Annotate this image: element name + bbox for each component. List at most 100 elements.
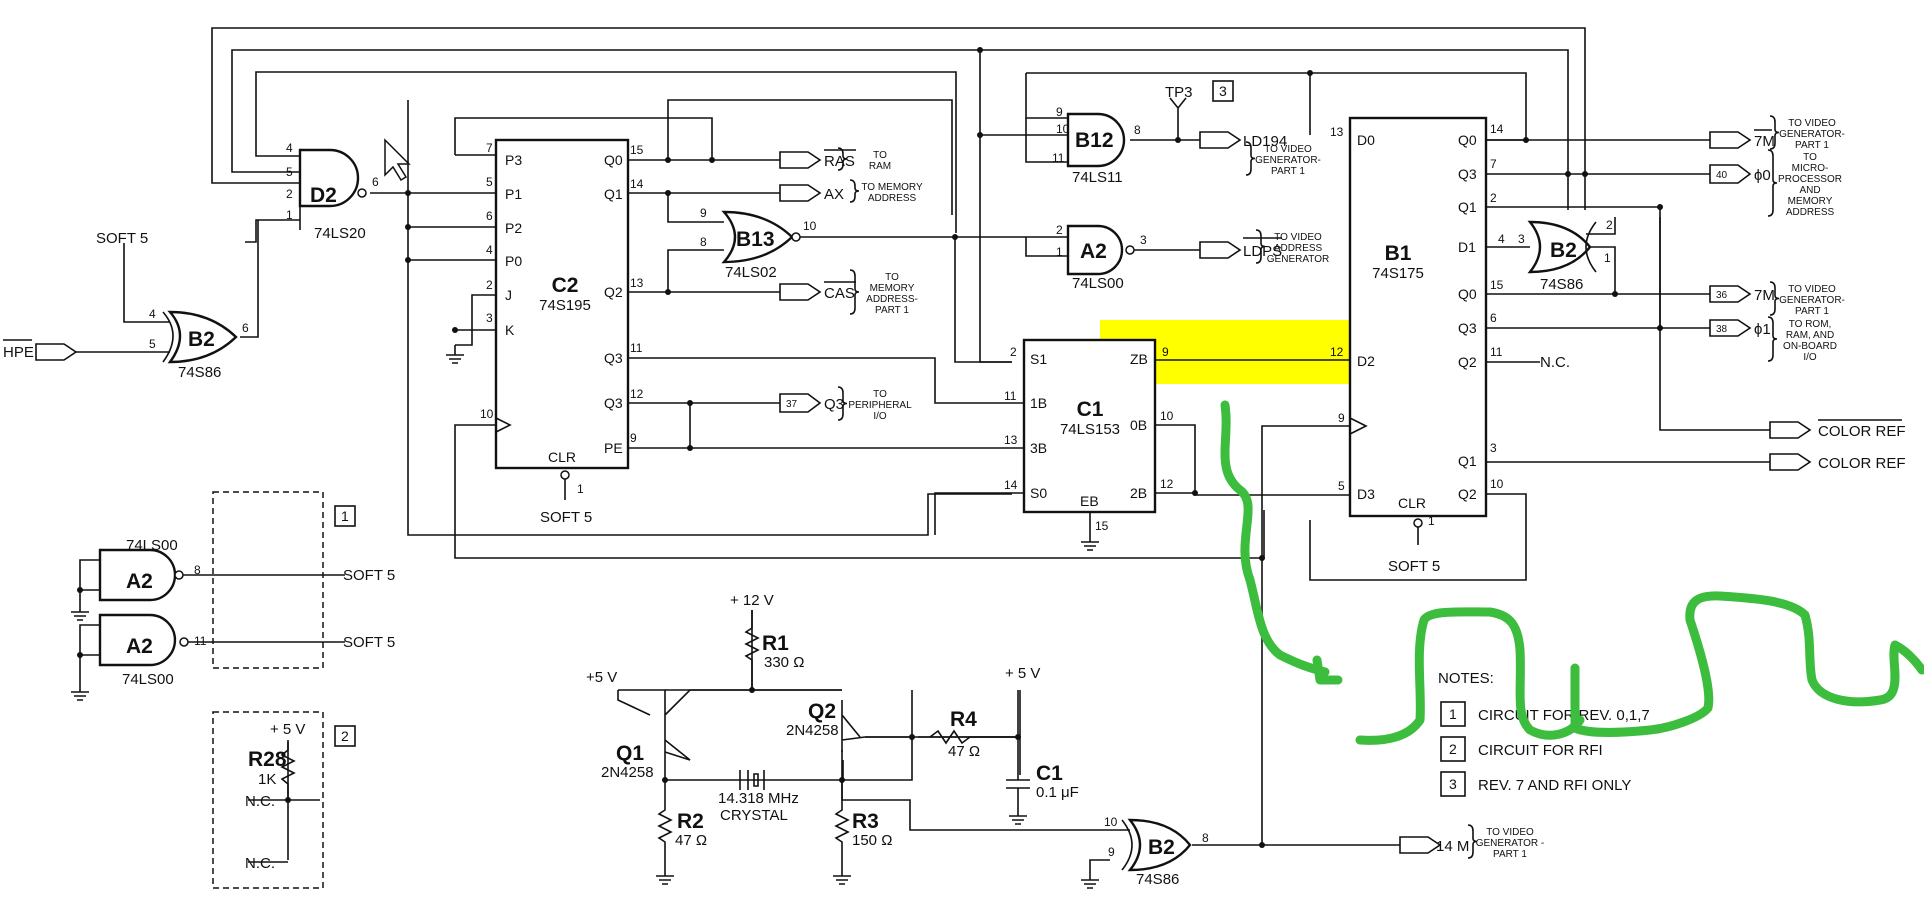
svg-text:6: 6 [242,321,249,335]
connector-38: 38 [1716,324,1728,335]
signal-ld194: LD194 [1243,133,1287,150]
destination-brace [1255,229,1266,264]
svg-text:10: 10 [1056,122,1070,136]
connector-40: 40 [1716,170,1728,181]
gate-a2-box2: A2 74LS00 SOFT 5 [98,613,395,688]
box1-soft5-b: SOFT 5 [343,634,395,651]
svg-text:3: 3 [1518,232,1525,246]
svg-text:J: J [505,287,512,303]
svg-text:14: 14 [1490,122,1504,136]
svg-text:11: 11 [1004,389,1017,403]
svg-text:9: 9 [1338,411,1345,425]
gate-b2-right: B2 74S86 [1527,220,1597,293]
svg-text:11: 11 [630,341,643,355]
q2-name: Q2 [808,700,836,723]
gate-a2-box1: A2 74LS00 SOFT 5 [98,537,395,602]
svg-text:15: 15 [1490,278,1504,292]
destination-brace [837,147,848,171]
svg-text:4: 4 [1498,232,1505,246]
svg-text:Q2: Q2 [1458,354,1477,370]
q1-supply: +5 V [586,669,617,686]
r28-value: 1K [258,771,276,788]
svg-text:2B: 2B [1130,485,1147,501]
svg-text:13: 13 [630,276,644,290]
svg-text:11: 11 [1490,345,1503,359]
gate-d2-name: D2 [310,184,337,207]
svg-text:ZB: ZB [1130,351,1148,367]
svg-text:2: 2 [1056,223,1063,237]
gate-b13-name: B13 [736,228,775,251]
gate-b12-part: 74LS11 [1072,169,1123,186]
svg-text:CLR: CLR [548,449,576,465]
destination-brace [849,269,860,315]
svg-text:9: 9 [1162,345,1169,359]
svg-text:15: 15 [1095,519,1109,533]
notes-title: NOTES: [1438,670,1494,687]
destination-brace [1769,281,1780,316]
svg-text:D0: D0 [1357,132,1375,148]
note-2-text: CIRCUIT FOR RFI [1478,742,1603,759]
svg-text:S0: S0 [1030,485,1047,501]
destination-brace [849,179,860,203]
note-flag-1-num: 1 [341,508,349,524]
svg-text:1: 1 [1056,245,1063,259]
svg-text:6: 6 [486,209,493,223]
note-flag-1 [334,505,356,527]
note-2-num: 2 [1449,741,1457,757]
connector-37: 37 [786,399,798,410]
svg-text:1B: 1B [1030,395,1047,411]
svg-text:4: 4 [286,141,293,155]
svg-text:CLR: CLR [1398,495,1426,511]
svg-text:Q3: Q3 [604,395,623,411]
destination-brace [1769,115,1780,150]
svg-text:1: 1 [1604,251,1611,265]
svg-text:10: 10 [1490,477,1504,491]
signal-flags: RAS AX CAS 37 Q3 LD194 LDPS 7M 40 ϕ0 36 … [3,129,1906,855]
svg-text:14: 14 [630,177,644,191]
svg-text:14: 14 [1004,478,1018,492]
signal-14m: 14 M [1436,838,1469,855]
soft5-label-top: SOFT 5 [96,230,148,247]
b1-clr-soft5: SOFT 5 [1388,558,1440,575]
signal-7m-bar: 7M [1754,133,1775,150]
signal-ax: AX [824,186,844,203]
svg-text:10: 10 [803,219,817,233]
gate-a2-top: A2 74LS00 [1066,224,1135,292]
gate-b13: B13 74LS02 [721,210,801,281]
r4-value: 47 Ω [948,743,980,760]
svg-text:9: 9 [630,431,637,445]
c1cap-value: 0.1 μF [1036,784,1079,801]
signal-phi1: ϕ1 [1754,321,1771,338]
svg-text:5: 5 [286,165,293,179]
q2-part: 2N4258 [786,722,839,739]
note-flag-3-num: 3 [1219,83,1227,99]
gate-b2-input-part: 74S86 [178,364,221,381]
chip-c1-part: 74LS153 [1060,421,1120,438]
svg-text:11: 11 [194,634,207,648]
svg-text:2: 2 [1606,218,1613,232]
svg-text:7: 7 [1490,157,1497,171]
svg-text:2: 2 [486,278,493,292]
junction-dots [77,47,1663,848]
svg-text:D3: D3 [1357,486,1375,502]
svg-text:EB: EB [1080,493,1099,509]
svg-text:8: 8 [194,563,201,577]
oscillator-section: + 12 V R1 330 Ω +5 V Q1 2N4258 R2 47 Ω Q… [586,592,1079,870]
svg-text:8: 8 [1134,123,1141,137]
note-flag-3 [1212,80,1234,102]
gate-b2-bottom: B2 74S86 [1121,818,1192,888]
gate-b12-name: B12 [1075,129,1114,152]
note-1-num: 1 [1449,706,1457,722]
svg-text:3B: 3B [1030,440,1047,456]
svg-text:3: 3 [1490,441,1497,455]
svg-text:2: 2 [1010,345,1017,359]
svg-text:Q2: Q2 [604,284,623,300]
r3-name: R3 [852,810,879,833]
r1-value: 330 Ω [764,654,804,671]
